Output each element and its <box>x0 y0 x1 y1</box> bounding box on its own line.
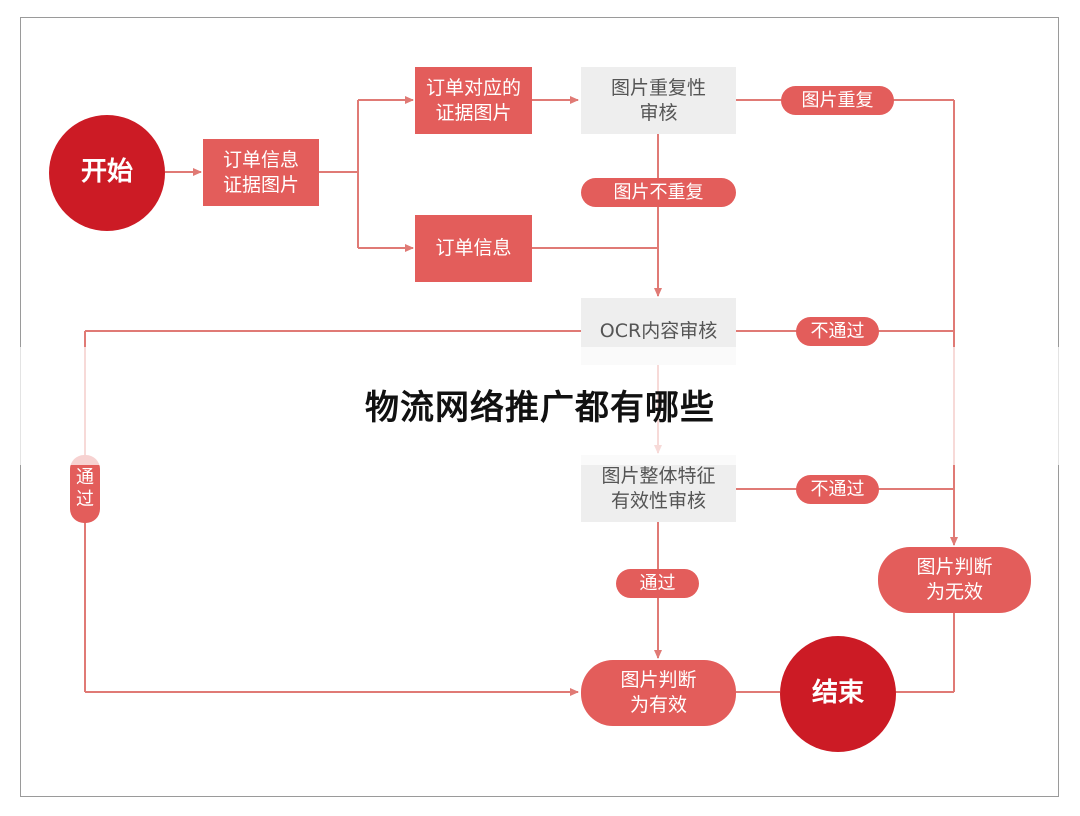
invalid-node: 图片判断 为无效 <box>878 547 1031 613</box>
label-overall-pass: 通过 <box>616 569 699 598</box>
order-evidence-image-node: 订单对应的 证据图片 <box>415 67 532 134</box>
label-duplicate: 图片重复 <box>781 86 894 115</box>
label-ocr-pass: 通 过 <box>70 455 100 523</box>
label-not-duplicate: 图片不重复 <box>581 178 736 207</box>
overlay-title: 物流网络推广都有哪些 <box>365 388 715 428</box>
end-node: 结束 <box>780 636 896 752</box>
overlay-band <box>0 347 1080 465</box>
order-info-image-node: 订单信息 证据图片 <box>203 139 319 206</box>
overall-review-node: 图片整体特征 有效性审核 <box>581 455 736 522</box>
valid-node: 图片判断 为有效 <box>581 660 736 726</box>
order-info-node: 订单信息 <box>415 215 532 282</box>
start-node: 开始 <box>49 115 165 231</box>
label-overall-fail: 不通过 <box>796 475 879 504</box>
label-ocr-fail: 不通过 <box>796 317 879 346</box>
duplicate-review-node: 图片重复性 审核 <box>581 67 736 134</box>
